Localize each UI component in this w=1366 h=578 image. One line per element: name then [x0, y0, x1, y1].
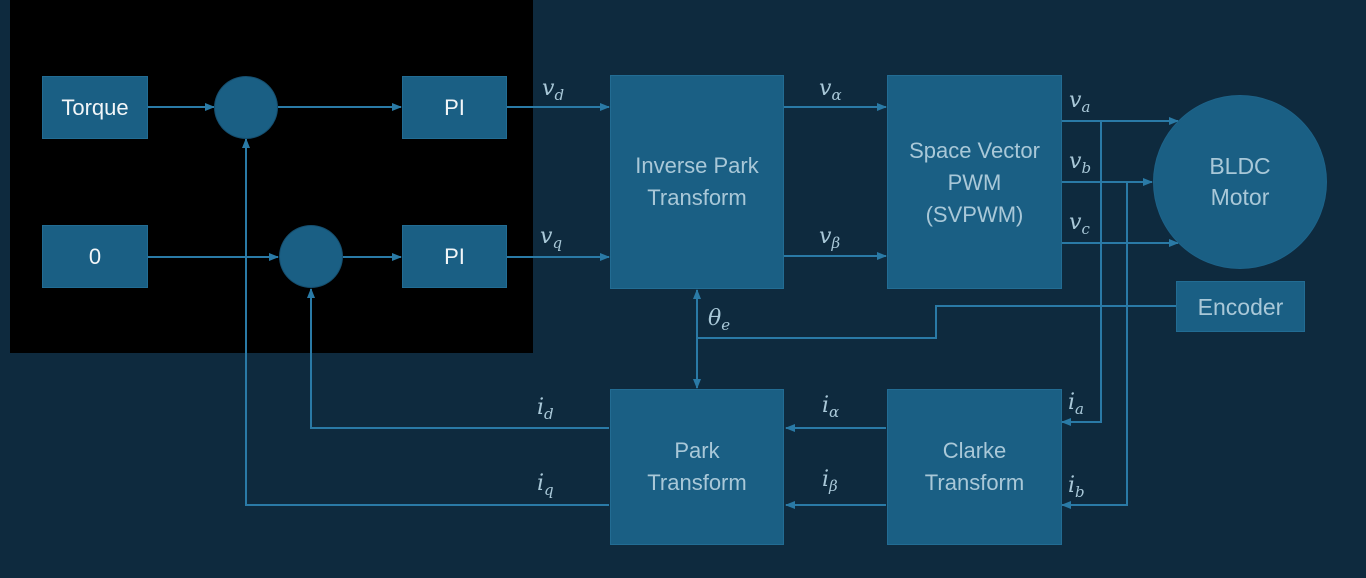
park-line2: Transform: [647, 470, 747, 495]
svpwm-line3: (SVPWM): [925, 202, 1024, 227]
signal-base: v: [540, 224, 553, 249]
signal-base: i: [1068, 390, 1076, 415]
svpwm-block: Space Vector PWM (SVPWM): [887, 75, 1062, 289]
signal-label-ialpha: iα: [822, 393, 839, 421]
inverse-park-transform-block: Inverse Park Transform: [610, 75, 784, 289]
signal-subscript: b: [1081, 159, 1092, 177]
park-line1: Park: [674, 438, 720, 463]
signal-label-iq: iq: [537, 471, 554, 499]
signal-base: v: [1069, 210, 1082, 235]
summing-junction-q: [279, 225, 343, 288]
pi-controller-q: PI: [402, 225, 507, 288]
signal-base: v: [542, 76, 555, 101]
wire-ib-feedback: [1061, 182, 1128, 509]
signal-subscript: a: [1081, 98, 1091, 116]
signal-base: v: [819, 224, 832, 249]
wire-id-feedback: [307, 288, 609, 429]
signal-subscript: α: [831, 86, 842, 104]
signal-base: v: [1069, 88, 1082, 113]
signal-subscript: α: [829, 403, 840, 421]
signal-label-vq: vq: [540, 224, 562, 252]
svpwm-line2: PWM: [947, 170, 1002, 195]
encoder-block: Encoder: [1176, 281, 1305, 332]
signal-base: i: [537, 395, 545, 420]
motor-line1: BLDC: [1209, 153, 1271, 179]
wire-ia-feedback: [1061, 121, 1102, 426]
bldc-motor: BLDC Motor: [1153, 95, 1327, 269]
svpwm-line1: Space Vector: [909, 138, 1040, 163]
signal-label-va: va: [1069, 88, 1090, 116]
signal-base: θ: [708, 306, 722, 331]
signal-base: i: [822, 393, 830, 418]
signal-subscript: q: [552, 234, 563, 252]
signal-subscript: β: [831, 234, 841, 252]
signal-label-vbeta: vβ: [819, 224, 840, 252]
signal-subscript: q: [544, 481, 554, 499]
pi-controller-d: PI: [402, 76, 507, 139]
signal-base: v: [819, 76, 832, 101]
clarke-line1: Clarke: [942, 438, 1007, 463]
zero-reference-block: 0: [42, 225, 148, 288]
encoder-label: Encoder: [1197, 293, 1284, 320]
signal-subscript: e: [721, 316, 731, 334]
signal-subscript: a: [1075, 400, 1084, 418]
signal-label-id: id: [537, 395, 554, 423]
torque-label: Torque: [61, 94, 129, 120]
signal-label-ia: ia: [1068, 390, 1084, 418]
signal-subscript: d: [554, 86, 565, 104]
signal-label-vb: vb: [1069, 149, 1091, 177]
park-transform-block: Park Transform: [610, 389, 784, 545]
motor-line2: Motor: [1210, 184, 1270, 210]
clarke-line2: Transform: [924, 470, 1025, 495]
pi-q-label: PI: [444, 243, 465, 269]
signal-label-ibeta: iβ: [822, 467, 838, 495]
signal-label-theta-e: θe: [708, 306, 730, 334]
signal-subscript: c: [1081, 220, 1090, 238]
signal-subscript: b: [1075, 483, 1085, 501]
signal-base: i: [822, 467, 830, 492]
signal-base: i: [537, 471, 545, 496]
signal-label-valpha: vα: [819, 76, 842, 104]
clarke-transform-block: Clarke Transform: [887, 389, 1062, 545]
torque-block: Torque: [42, 76, 148, 139]
wire-iq-feedback: [242, 138, 609, 506]
signal-label-ib: ib: [1068, 473, 1085, 501]
summing-junction-d: [214, 76, 278, 139]
inverse-park-line1: Inverse Park: [635, 153, 759, 178]
wire-encoder-theta: [697, 305, 1176, 339]
signal-subscript: β: [829, 477, 838, 495]
signal-base: v: [1069, 149, 1082, 174]
inverse-park-line2: Transform: [647, 185, 747, 210]
signal-label-vd: vd: [542, 76, 564, 104]
signal-base: i: [1068, 473, 1076, 498]
highlight-panel: [10, 0, 533, 353]
signal-subscript: d: [544, 405, 554, 423]
zero-label: 0: [88, 243, 102, 269]
pi-d-label: PI: [444, 94, 465, 120]
signal-label-vc: vc: [1069, 210, 1090, 238]
